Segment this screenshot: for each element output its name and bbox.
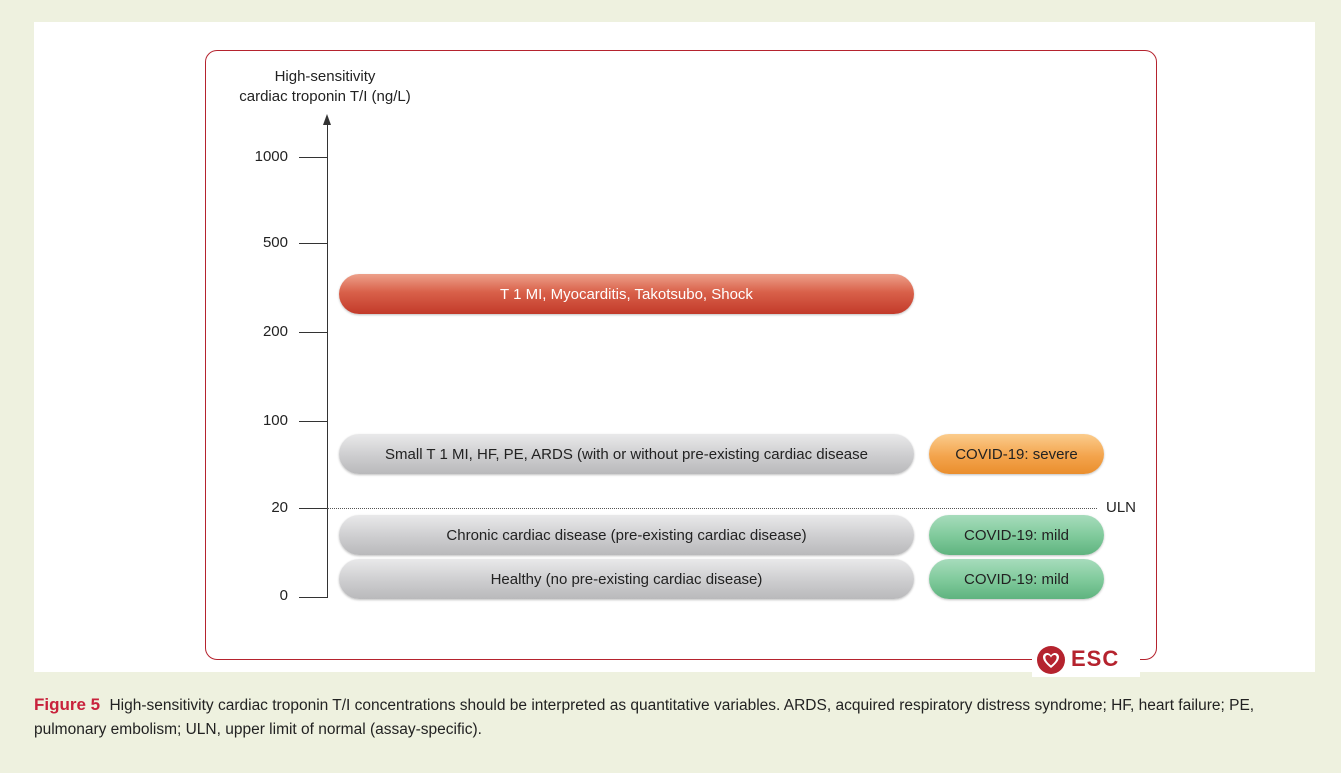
esc-logo-text: ESC xyxy=(1071,646,1120,671)
tick-label-1000: 1000 xyxy=(254,148,288,165)
figure-frame xyxy=(205,50,1157,660)
tick-mark-500 xyxy=(299,243,327,244)
tick-label-0: 0 xyxy=(279,587,288,604)
tick-mark-100 xyxy=(299,421,327,422)
tick-label-200: 200 xyxy=(262,323,288,340)
bar-t1mi-myocarditis-takotsubo-shock: T 1 MI, Myocarditis, Takotsubo, Shock xyxy=(339,274,914,314)
tick-label-500: 500 xyxy=(262,234,288,251)
y-axis-title-line-1: High-sensitivity xyxy=(274,68,376,85)
bar-chronic-label: Chronic cardiac disease (pre-existing ca… xyxy=(446,526,807,544)
figure-caption: Figure 5 High-sensitivity cardiac tropon… xyxy=(34,693,1319,742)
esc-heart-icon xyxy=(1037,646,1065,674)
bar-small-t1mi-label: Small T 1 MI, HF, PE, ARDS (with or with… xyxy=(385,445,868,463)
bar-covid-mild-chronic-label: COVID-19: mild xyxy=(963,526,1070,544)
uln-label: ULN xyxy=(1106,499,1137,516)
bar-covid-mild-healthy: COVID-19: mild xyxy=(929,559,1104,599)
tick-mark-200 xyxy=(299,332,327,333)
y-axis-line xyxy=(327,124,328,598)
y-axis-title-line-2: cardiac troponin T/I (ng/L) xyxy=(239,88,411,105)
figure-caption-text: High-sensitivity cardiac troponin T/I co… xyxy=(34,697,1255,738)
uln-dotted-line xyxy=(327,508,1097,509)
y-axis-arrowhead xyxy=(323,114,331,125)
bar-covid-severe-label: COVID-19: severe xyxy=(955,445,1078,463)
bar-covid-severe: COVID-19: severe xyxy=(929,434,1104,474)
bar-small-t1mi-hf-pe-ards: Small T 1 MI, HF, PE, ARDS (with or with… xyxy=(339,434,914,474)
tick-label-100: 100 xyxy=(262,412,288,429)
bar-healthy-label: Healthy (no pre-existing cardiac disease… xyxy=(490,570,763,588)
bar-healthy: Healthy (no pre-existing cardiac disease… xyxy=(339,559,914,599)
figure-caption-label: Figure 5 xyxy=(34,695,101,714)
bar-chronic-cardiac-disease: Chronic cardiac disease (pre-existing ca… xyxy=(339,515,914,555)
y-axis-title: High-sensitivity cardiac troponin T/I (n… xyxy=(215,67,435,107)
tick-mark-20 xyxy=(299,508,327,509)
bar-covid-mild-chronic: COVID-19: mild xyxy=(929,515,1104,555)
bar-covid-mild-healthy-label: COVID-19: mild xyxy=(963,570,1070,588)
y-axis-base-tick xyxy=(299,597,328,598)
tick-label-20: 20 xyxy=(271,499,288,516)
bar-t1mi-label: T 1 MI, Myocarditis, Takotsubo, Shock xyxy=(500,285,753,303)
tick-mark-1000 xyxy=(299,157,327,158)
